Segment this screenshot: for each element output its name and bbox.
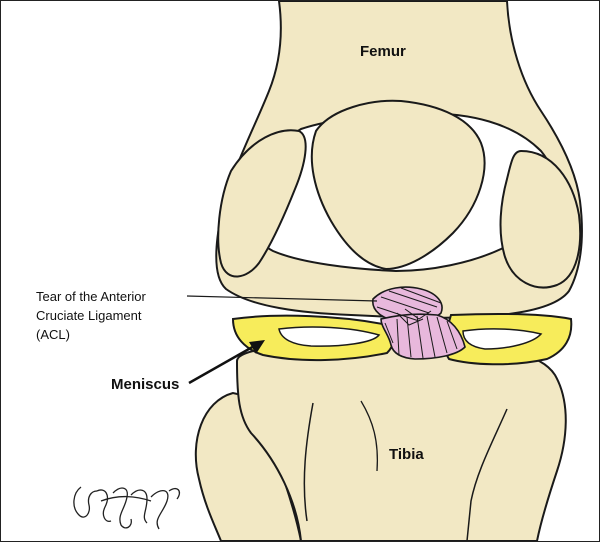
artist-signature: [74, 487, 180, 529]
femur-label: Femur: [360, 43, 406, 60]
acl-label-line2: Cruciate Ligament: [36, 308, 142, 323]
tibia-label: Tibia: [389, 446, 424, 463]
acl-label-line1: Tear of the Anterior: [36, 289, 147, 304]
acl-label-line3: (ACL): [36, 327, 70, 342]
meniscus-label: Meniscus: [111, 376, 179, 393]
